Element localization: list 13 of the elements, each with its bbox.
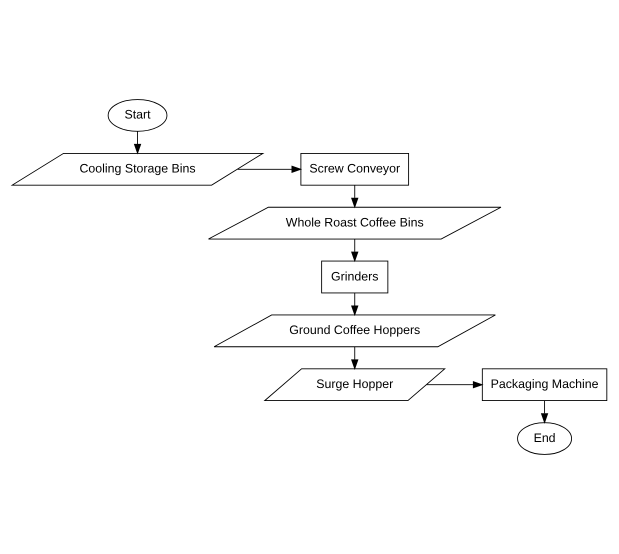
arrow (351, 346, 358, 370)
arrow (134, 130, 142, 155)
arrow (540, 400, 548, 424)
node-ellipse: Start (108, 99, 168, 132)
node-box: Packaging Machine (482, 368, 608, 402)
node-box: Grinders (321, 260, 388, 294)
node-ellipse: End (517, 422, 572, 455)
arrow (351, 184, 358, 208)
arrow (426, 381, 484, 388)
node-box: Screw Conveyor (300, 152, 410, 186)
arrow (237, 166, 302, 173)
arrow (351, 292, 358, 316)
arrow (351, 238, 358, 262)
